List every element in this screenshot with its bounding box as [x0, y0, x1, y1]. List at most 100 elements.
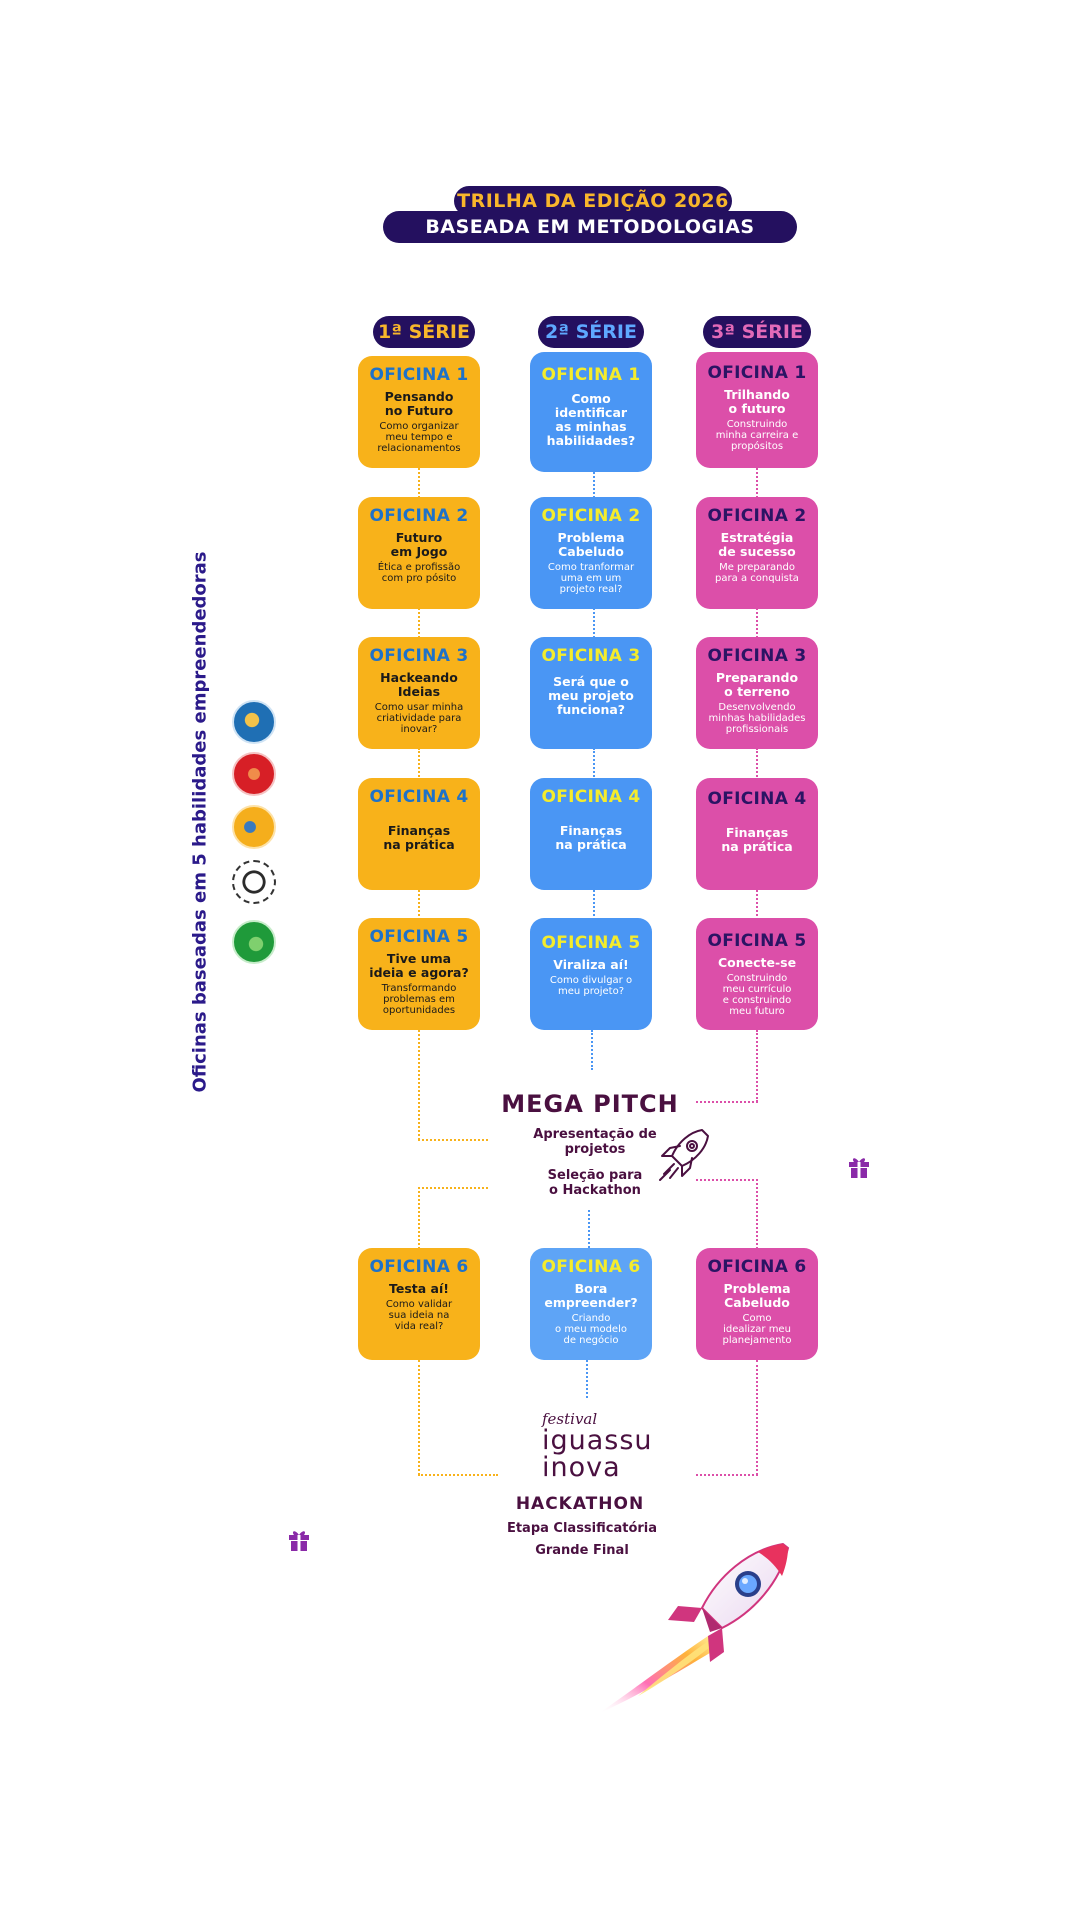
oficina-subtitle: Será que o meu projeto funciona? — [548, 674, 634, 717]
blue-skill-icon — [232, 700, 276, 744]
logo-line2: iguassu — [542, 1425, 653, 1456]
serie-2-pill: 2ª SÉRIE — [538, 316, 644, 348]
oficina-title: OFICINA 2 — [369, 506, 469, 526]
connector-line — [418, 468, 420, 498]
oficina-card-s3-3[interactable]: OFICINA 3 Preparando o terreno Desenvolv… — [696, 637, 818, 749]
connector-line — [591, 1030, 593, 1070]
oficina-subtitle: Finanças na prática — [555, 823, 627, 852]
header-title-line2: BASEADA EM METODOLOGIAS ATIVAS — [383, 211, 797, 270]
oficina-card-s3-4[interactable]: OFICINA 4 Finanças na prática — [696, 778, 818, 890]
hackathon-title: HACKATHON — [515, 1494, 645, 1514]
oficina-subtitle: Futuro em Jogo — [390, 530, 448, 559]
oficina-card-s2-6[interactable]: OFICINA 6 Bora empreender? Criando o meu… — [530, 1248, 652, 1360]
oficina-title: OFICINA 3 — [369, 646, 469, 666]
oficina-card-s2-5[interactable]: OFICINA 5 Viraliza aí! Como divulgar o m… — [530, 918, 652, 1030]
oficina-title: OFICINA 6 — [707, 1257, 807, 1277]
connector-line — [696, 1101, 758, 1103]
oficina-description: Desenvolvendo minhas habilidades profiss… — [708, 702, 806, 735]
oficina-title: OFICINA 6 — [369, 1257, 469, 1277]
oficina-subtitle: Finanças na prática — [383, 823, 455, 852]
connector-line — [756, 748, 758, 780]
serie-3-pill: 3ª SÉRIE — [703, 316, 811, 348]
logo-line1: festival — [542, 1410, 598, 1428]
mega-pitch-line1: Apresentação de projetos — [533, 1127, 657, 1157]
oficina-title: OFICINA 1 — [707, 363, 807, 383]
connector-line — [756, 1179, 758, 1249]
oficina-description: Como tranformar uma em um projeto real? — [547, 562, 635, 595]
oficina-card-s3-2[interactable]: OFICINA 2 Estratégia de sucesso Me prepa… — [696, 497, 818, 609]
connector-line — [418, 890, 420, 920]
oficina-card-s2-1[interactable]: OFICINA 1 Como identificar as minhas hab… — [530, 352, 652, 472]
oficina-subtitle: Problema Cabeludo — [723, 1281, 791, 1310]
gift-icon — [289, 1531, 309, 1551]
oficina-title: OFICINA 5 — [707, 931, 807, 951]
oficina-subtitle: Bora empreender? — [544, 1281, 638, 1310]
oficina-subtitle: Trilhando o futuro — [724, 387, 790, 416]
oficina-card-s2-4[interactable]: OFICINA 4 Finanças na prática — [530, 778, 652, 890]
oficina-description: Como usar minha criatividade para inovar… — [374, 702, 464, 735]
gift-icon — [849, 1158, 869, 1178]
green-skill-icon — [232, 920, 276, 964]
connector-line — [418, 1139, 488, 1141]
oficina-title: OFICINA 3 — [541, 646, 641, 666]
connector-line — [588, 1210, 590, 1248]
oficina-card-s1-2[interactable]: OFICINA 2 Futuro em Jogo Ética e profiss… — [358, 497, 480, 609]
oficina-card-s1-6[interactable]: OFICINA 6 Testa aí! Como validar sua ide… — [358, 1248, 480, 1360]
oficina-title: OFICINA 1 — [541, 365, 641, 385]
connector-line — [593, 748, 595, 780]
oficina-card-s3-1[interactable]: OFICINA 1 Trilhando o futuro Construindo… — [696, 352, 818, 468]
oficina-description: Construindo minha carreira e propósitos — [715, 419, 799, 452]
oficina-description: Construindo meu currículo e construindo … — [722, 973, 792, 1017]
oficina-subtitle: Tive uma ideia e agora? — [369, 951, 469, 980]
oficina-card-s1-4[interactable]: OFICINA 4 Finanças na prática — [358, 778, 480, 890]
oficina-subtitle: Como identificar as minhas habilidades? — [546, 391, 636, 448]
connector-line — [756, 608, 758, 638]
side-label: Oficinas baseadas em 5 habilidades empre… — [189, 551, 211, 1093]
connector-line — [418, 1187, 420, 1249]
oficina-title: OFICINA 2 — [541, 506, 641, 526]
oficina-title: OFICINA 4 — [541, 787, 641, 807]
oficina-card-s1-1[interactable]: OFICINA 1 Pensando no Futuro Como organi… — [358, 356, 480, 468]
connector-line — [696, 1179, 758, 1181]
oficina-description: Ética e profissão com pro pósito — [377, 562, 461, 584]
connector-line — [696, 1474, 758, 1476]
mega-pitch-line2: Seleção para o Hackathon — [547, 1168, 643, 1198]
festival-iguassu-inova-logo: festival iguassu inova — [542, 1410, 653, 1482]
oficina-title: OFICINA 5 — [369, 927, 469, 947]
oficina-subtitle: Preparando o terreno — [715, 670, 799, 699]
black-white-skill-icon — [232, 860, 276, 904]
oficina-card-s3-5[interactable]: OFICINA 5 Conecte-se Construindo meu cur… — [696, 918, 818, 1030]
oficina-subtitle: Pensando no Futuro — [384, 389, 454, 418]
oficina-description: Como divulgar o meu projeto? — [549, 975, 633, 997]
oficina-card-s1-5[interactable]: OFICINA 5 Tive uma ideia e agora? Transf… — [358, 918, 480, 1030]
connector-line — [756, 1360, 758, 1475]
oficina-card-s1-3[interactable]: OFICINA 3 Hackeando Ideias Como usar min… — [358, 637, 480, 749]
yellow-skill-icon — [232, 805, 276, 849]
connector-line — [756, 890, 758, 920]
oficina-title: OFICINA 1 — [369, 365, 469, 385]
oficina-title: OFICINA 5 — [541, 933, 641, 953]
connector-line — [593, 890, 595, 920]
oficina-subtitle: Hackeando Ideias — [380, 670, 458, 699]
mega-pitch-title: MEGA PITCH — [501, 1090, 679, 1118]
connector-line — [418, 608, 420, 638]
oficina-title: OFICINA 6 — [541, 1257, 641, 1277]
oficina-subtitle: Estratégia de sucesso — [718, 530, 796, 559]
oficina-description: Me preparando para a conquista — [715, 562, 799, 584]
hackathon-line1: Etapa Classificatória — [506, 1521, 658, 1536]
connector-line — [418, 1187, 488, 1189]
rocket-illustration-icon — [598, 1542, 790, 1714]
hackathon-line2: Grande Final — [535, 1543, 629, 1558]
oficina-title: OFICINA 3 — [707, 646, 807, 666]
oficina-subtitle: Testa aí! — [389, 1281, 449, 1296]
connector-line — [756, 468, 758, 498]
connector-line — [418, 1030, 420, 1140]
oficina-subtitle: Conecte-se — [717, 955, 797, 970]
oficina-description: Criando o meu modelo de negócio — [555, 1313, 627, 1346]
oficina-description: Transformando problemas em oportunidades — [381, 983, 457, 1016]
oficina-description: Como organizar meu tempo e relacionament… — [377, 421, 461, 454]
oficina-card-s2-2[interactable]: OFICINA 2 Problema Cabeludo Como tranfor… — [530, 497, 652, 609]
oficina-description: Como validar sua ideia na vida real? — [385, 1299, 453, 1332]
oficina-card-s2-3[interactable]: OFICINA 3 Será que o meu projeto funcion… — [530, 637, 652, 749]
oficina-card-s3-6[interactable]: OFICINA 6 Problema Cabeludo Como idealiz… — [696, 1248, 818, 1360]
